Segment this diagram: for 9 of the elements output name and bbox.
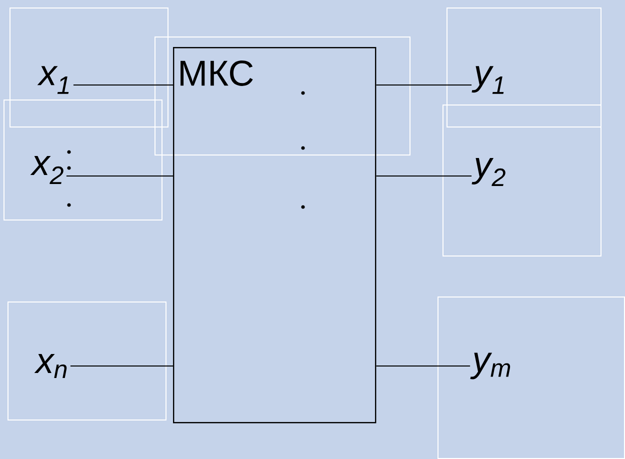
- signal-label: x$_{n}$: [34, 354, 67, 378]
- connector-line: [72, 84, 174, 86]
- signal-label: y$_{m}$: [470, 352, 510, 380]
- signal-label: y$_{2}$: [472, 158, 506, 186]
- signal-label: y$_{1}$: [472, 66, 504, 94]
- signal-label: x$_{1}$: [37, 66, 69, 94]
- block-box: МКС: [173, 47, 376, 424]
- connector-line: [376, 84, 472, 86]
- signal-label: x$_{2}$: [30, 156, 64, 184]
